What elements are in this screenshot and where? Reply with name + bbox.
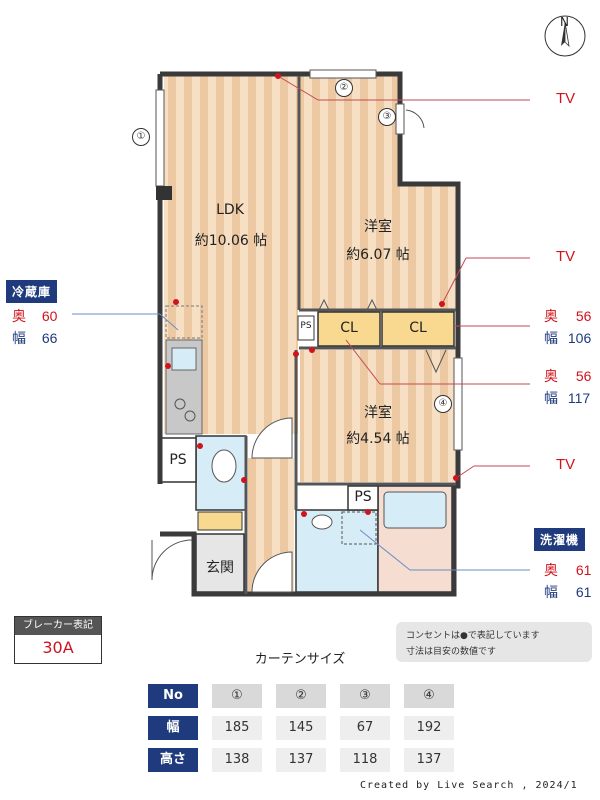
curtain-header-height: 高さ [148,748,198,772]
curtain-no-2: ② [276,684,326,708]
ps-box-3 [297,315,315,341]
floor-plan [72,69,530,597]
entrance-floor [195,533,245,593]
compass: N [543,12,587,58]
curtain-width-3: 67 [340,716,390,740]
fridge-depth: 奥 60 [12,308,58,324]
western1-floor [300,76,456,310]
toilet-shelf [197,511,243,531]
closet-left-depth: 奥 56 [544,368,592,384]
fridge-width: 幅 66 [12,330,58,346]
bathtub [383,491,447,529]
ps-label-3: PS [300,321,312,331]
window-number-2: ② [335,79,353,97]
kitchen-sink [171,347,197,371]
breaker-box: ブレーカー表記 30A [14,616,102,664]
ps-box-2 [347,485,379,511]
closet-right-label: CL [409,320,427,336]
window-number-1: ① [132,128,150,146]
closet-right-width: 幅 106 [544,330,592,346]
breaker-value: 30A [42,638,74,657]
curtain-header-no: No [148,684,198,708]
curtain-height-4: 137 [404,748,454,772]
closet-left [317,311,381,347]
notes-line-2: 寸法は目安の数値です [406,647,497,657]
curtain-header-width: 幅 [148,716,198,740]
washer-width: 幅 61 [544,584,592,600]
outlet-markers [165,73,459,517]
western2-name: 洋室 [364,405,392,421]
ldk-floor [164,76,298,304]
notes-box: コンセントは●で表記しています 寸法は目安の数値です [396,622,592,662]
window-number-4: ④ [434,395,452,413]
curtain-title: カーテンサイズ [254,652,346,667]
curtain-no-1: ① [212,684,262,708]
window-number-3: ③ [378,108,396,126]
tv-label-3: TV [556,456,576,473]
curtain-width-2: 145 [276,716,326,740]
tv-label-1: TV [556,90,576,107]
entrance-label: 玄関 [206,560,234,576]
curtain-no-3: ③ [340,684,390,708]
compass-icon [544,15,586,57]
closet-left-label: CL [340,320,358,336]
curtain-height-3: 118 [340,748,390,772]
compass-north-label: N [560,15,569,29]
ps-label-2: PS [354,489,372,505]
fridge-space [165,305,203,339]
curtain-height-1: 138 [212,748,262,772]
washroom [295,509,379,593]
curtain-no-4: ④ [404,684,454,708]
ldk-name: LDK [216,202,244,218]
western1-name: 洋室 [364,219,392,235]
closet-right-depth: 奥 56 [544,308,592,324]
credit: Created by Live Search , 2024/1 [360,780,578,791]
curtain-height-2: 137 [276,748,326,772]
curtain-width-1: 185 [212,716,262,740]
washer-depth: 奥 61 [544,562,592,578]
western2-floor [300,350,456,482]
fridge-badge: 冷蔵庫 [6,280,58,303]
breaker-title: ブレーカー表記 [15,617,101,635]
ps-label-1: PS [169,452,187,468]
washer-badge: 洗濯機 [534,528,586,551]
closet-left-width: 幅 117 [544,390,591,406]
ldk-size: 約10.06 帖 [194,233,268,249]
washer-space [341,511,377,545]
western2-size: 約4.54 帖 [346,431,410,447]
western1-size: 約6.07 帖 [346,247,410,263]
notes-line-1: コンセントは●で表記しています [406,631,540,641]
ps-box-1 [159,437,197,483]
tv-label-2: TV [556,248,576,265]
curtain-width-4: 192 [404,716,454,740]
closet-right [381,311,455,347]
